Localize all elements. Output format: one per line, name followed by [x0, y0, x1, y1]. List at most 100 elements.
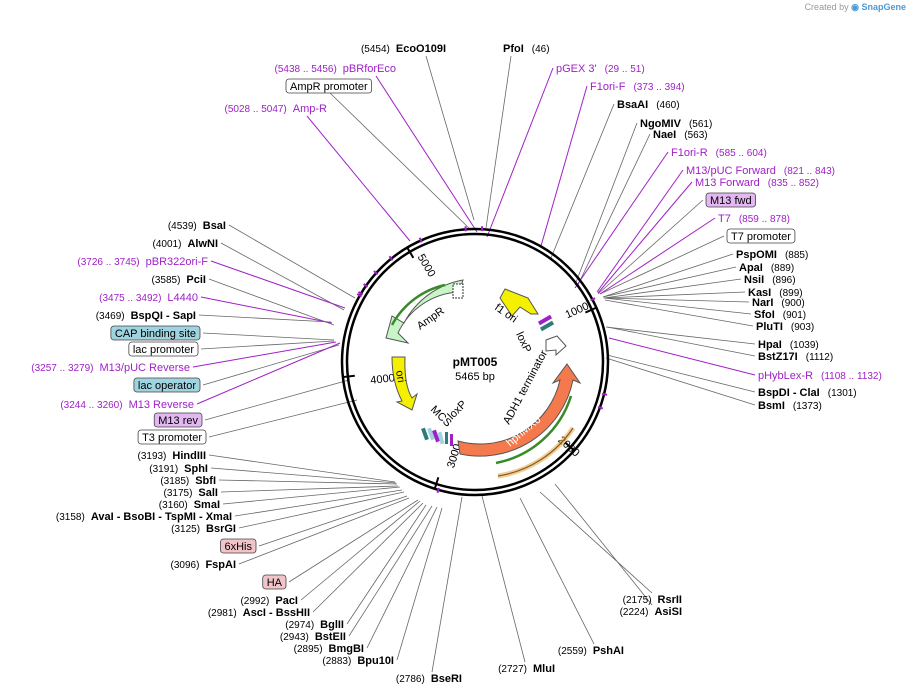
site-position: (3585)	[152, 275, 181, 286]
site-position: (4001)	[153, 239, 182, 250]
site-position: (3469)	[96, 311, 125, 322]
feature-mcs[interactable]: MCS loxP	[421, 398, 469, 446]
left-label-16[interactable]: SalI (3175)	[164, 487, 218, 499]
right-label-20[interactable]: pHybLex-R(1108 .. 1132)	[758, 370, 882, 382]
right-label-17[interactable]: PluTI(903)	[756, 321, 814, 333]
site-position: (3160)	[159, 500, 188, 511]
top-label-3[interactable]: AmpR promoter	[285, 78, 373, 94]
left-label-21[interactable]: FspAI(3096)	[171, 559, 236, 571]
right-label-15[interactable]: NarI(900)	[752, 297, 805, 309]
enzyme-name: NsiI	[744, 274, 764, 286]
left-label-19[interactable]: BsrGI(3125)	[171, 523, 236, 535]
right-label-21[interactable]: BspDI - ClaI(1301)	[758, 387, 857, 399]
feature-box-label: lac operator	[138, 380, 196, 392]
left-label-25[interactable]: BglII(2974)	[285, 619, 344, 631]
left-label-14[interactable]: SphI(3191)	[149, 463, 208, 475]
site-marker	[356, 293, 363, 298]
right-label-13[interactable]: NsiI(896)	[744, 274, 796, 286]
right-label-14[interactable]: KasI(899)	[748, 287, 803, 299]
enzyme-name: AscI - BssHII	[243, 607, 310, 619]
bottom-label-2[interactable]: PshAI(2559)	[558, 645, 624, 657]
left-label-11[interactable]: M13 rev	[153, 412, 203, 428]
right-label-16[interactable]: SfoI(901)	[754, 309, 806, 321]
site-position: (1301)	[828, 388, 857, 399]
feature-box-label: HA	[267, 577, 283, 589]
right-label-11[interactable]: PspOMI(885)	[736, 249, 808, 261]
site-position: (373 .. 394)	[633, 82, 684, 93]
left-label-12[interactable]: T3 promoter	[137, 429, 207, 445]
leader-line	[288, 499, 419, 583]
left-label-22[interactable]: HA	[262, 574, 287, 590]
right-label-12[interactable]: ApaI(889)	[739, 262, 794, 274]
right-label-1[interactable]: F1ori-F (373 .. 394)	[590, 81, 685, 93]
feature-name: pGEX 3'	[556, 63, 597, 75]
site-marker	[590, 297, 596, 302]
left-label-6[interactable]: CAP binding site	[110, 325, 201, 341]
left-label-18[interactable]: AvaI - BsoBI - TspMI - XmaI(3158)	[56, 511, 232, 523]
enzyme-name: SalI	[198, 487, 218, 499]
enzyme-name: PshAI	[593, 645, 624, 657]
site-position: (3191)	[149, 464, 178, 475]
plasmid-name: pMT005	[453, 355, 498, 369]
top-label-2[interactable]: pBRforEco(5438 .. 5456)	[275, 63, 396, 75]
left-label-1[interactable]: AlwNI(4001)	[153, 238, 218, 250]
right-label-2[interactable]: BsaAI(460)	[617, 99, 680, 111]
left-label-8[interactable]: M13/pUC Reverse(3257 .. 3279)	[31, 362, 190, 374]
plasmid-length: 5465 bp	[455, 371, 495, 383]
right-label-9[interactable]: T7(859 .. 878)	[718, 213, 790, 225]
right-label-5[interactable]: F1ori-R(585 .. 604)	[671, 147, 767, 159]
left-label-13[interactable]: HindIII(3193)	[137, 450, 206, 462]
right-label-18[interactable]: HpaI(1039)	[758, 339, 819, 351]
left-label-7[interactable]: lac promoter	[128, 341, 199, 357]
bottom-label-0[interactable]: RsrII(2175)	[623, 594, 682, 606]
left-label-5[interactable]: BspQI - SapI(3469)	[96, 310, 196, 322]
right-label-0[interactable]: pGEX 3'(29 .. 51)	[556, 63, 645, 75]
right-label-8[interactable]: M13 fwd	[705, 192, 756, 208]
right-label-3[interactable]: NgoMIV(561)	[640, 118, 712, 130]
site-position: (2786)	[396, 674, 425, 685]
right-label-10[interactable]: T7 promoter	[726, 228, 796, 244]
left-label-20[interactable]: 6xHis	[220, 538, 257, 554]
leader-line	[198, 314, 332, 323]
leader-line	[192, 341, 337, 368]
feature-f1-ori[interactable]: f1 ori	[492, 288, 539, 325]
feature-name: F1ori-F	[590, 81, 626, 93]
top-label-1[interactable]: PfoI(46)	[503, 43, 550, 55]
leader-line	[481, 495, 526, 663]
right-label-7[interactable]: M13 Forward(835 .. 852)	[695, 177, 819, 189]
bottom-label-1[interactable]: AsiSI(2224)	[620, 606, 682, 618]
top-label-0[interactable]: EcoO109I(5454)	[361, 43, 446, 55]
bottom-label-4[interactable]: BseRI(2786)	[396, 673, 462, 685]
right-label-4[interactable]: NaeI(563)	[653, 129, 708, 141]
credit-prefix: Created by	[804, 2, 849, 12]
leader-line	[208, 278, 335, 326]
feature-ampr[interactable]: AmpR	[385, 279, 464, 344]
left-label-9[interactable]: lac operator	[133, 377, 201, 393]
tick-mark	[433, 477, 440, 490]
feature-ori[interactable]: ori	[391, 356, 418, 411]
enzyme-name: EcoO109I	[396, 43, 446, 55]
left-label-2[interactable]: pBR322ori-F(3726 .. 3745)	[77, 256, 208, 268]
leader-line	[200, 340, 335, 350]
right-label-19[interactable]: BstZ17I(1112)	[758, 351, 833, 363]
left-label-10[interactable]: M13 Reverse(3244 .. 3260)	[60, 399, 194, 411]
left-label-4[interactable]: L4440(3475 .. 3492)	[99, 292, 198, 304]
top-label-4[interactable]: Amp-R(5028 .. 5047)	[225, 103, 328, 115]
ampr-label: AmpR	[415, 305, 447, 332]
right-label-22[interactable]: BsmI(1373)	[758, 400, 822, 412]
left-label-24[interactable]: AscI - BssHII(2981)	[208, 607, 310, 619]
left-label-28[interactable]: Bpu10I(2883)	[322, 655, 394, 667]
left-label-3[interactable]: PciI(3585)	[152, 274, 206, 286]
leader-line	[234, 489, 403, 517]
left-label-27[interactable]: BmgBI(2895)	[294, 643, 364, 655]
left-label-26[interactable]: BstEII(2943)	[280, 631, 346, 643]
site-position: (3158)	[56, 512, 85, 523]
right-label-6[interactable]: M13/pUC Forward(821 .. 843)	[686, 165, 835, 177]
site-position: (3175)	[164, 488, 193, 499]
left-label-0[interactable]: BsaI(4539)	[168, 220, 226, 232]
left-label-23[interactable]: PacI(2992)	[240, 595, 298, 607]
bottom-label-3[interactable]: MluI(2727)	[498, 663, 555, 675]
leader-line	[606, 326, 756, 357]
left-label-17[interactable]: SmaI(3160)	[159, 499, 220, 511]
left-label-15[interactable]: SbfI(3185)	[160, 475, 216, 487]
